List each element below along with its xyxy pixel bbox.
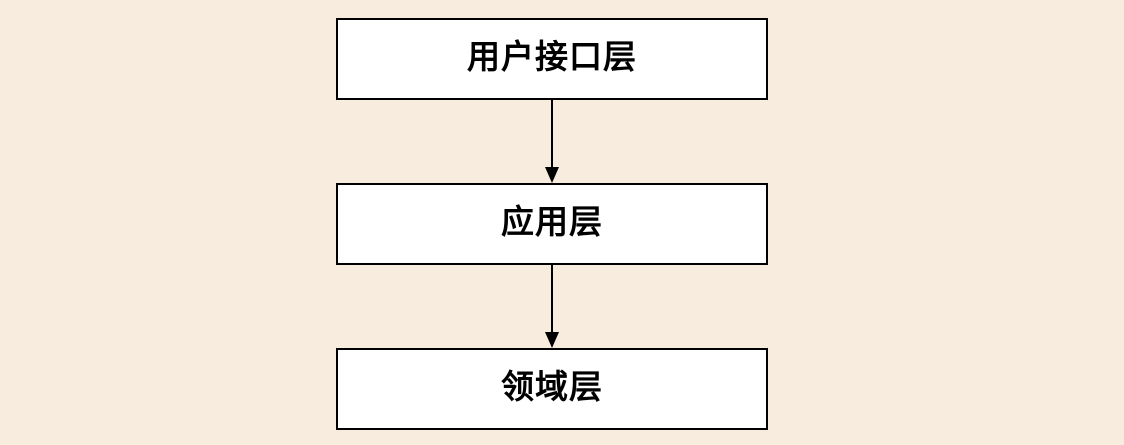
arrow-down-icon [544,265,560,348]
layer-box-user-interface: 用户接口层 [336,18,768,100]
arrow-shaft [551,265,553,333]
layer-label-user-interface: 用户接口层 [467,37,637,75]
layer-label-application: 应用层 [501,202,603,240]
layer-label-domain: 领域层 [501,367,603,405]
layer-box-application: 应用层 [336,183,768,265]
arrow-head [545,332,559,348]
arrow-head [545,167,559,183]
layer-box-domain: 领域层 [336,348,768,430]
arrow-shaft [551,100,553,168]
arrow-down-icon [544,100,560,183]
